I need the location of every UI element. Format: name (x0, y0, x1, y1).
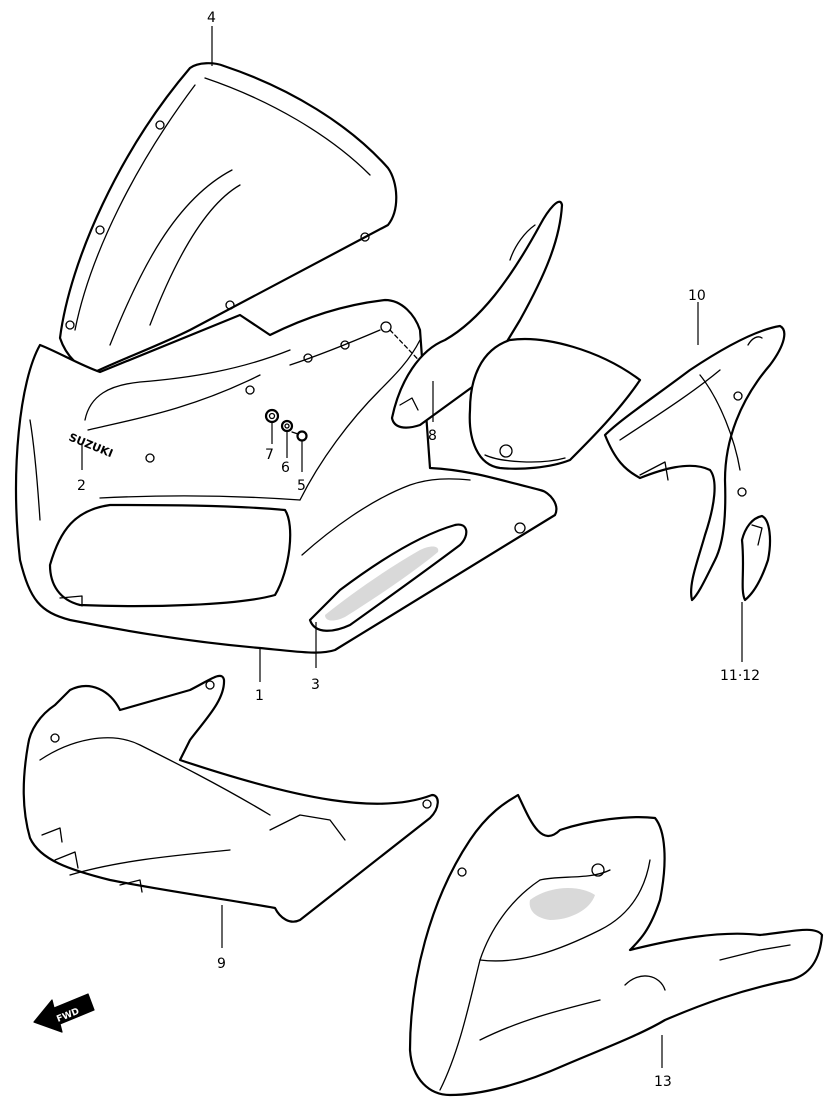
lower-fairing (22, 674, 439, 923)
fastener-5 (291, 430, 308, 442)
callout-7: 7 (265, 447, 274, 463)
belly-pan (408, 793, 824, 1097)
windscreen (58, 62, 398, 374)
callout-6: 6 (281, 460, 290, 476)
callout-9: 9 (217, 956, 226, 972)
callout-3: 3 (311, 677, 320, 693)
inner-panel (390, 200, 642, 470)
fwd-arrow: FWD (33, 993, 95, 1033)
fastener-6 (280, 419, 294, 433)
callout-1: 1 (255, 688, 264, 704)
callout-4: 4 (207, 10, 216, 26)
leader-lines (81, 26, 743, 1068)
side-fairing (603, 324, 786, 602)
emblem (308, 523, 468, 632)
callout-10: 10 (688, 288, 706, 304)
callout-13: 13 (654, 1074, 672, 1090)
callout-2: 2 (77, 478, 86, 494)
fastener-7 (264, 408, 280, 424)
callout-11-12: 11·12 (720, 668, 760, 684)
brackets-11-12 (740, 514, 772, 602)
callout-8: 8 (428, 428, 437, 444)
callout-5: 5 (297, 478, 306, 494)
